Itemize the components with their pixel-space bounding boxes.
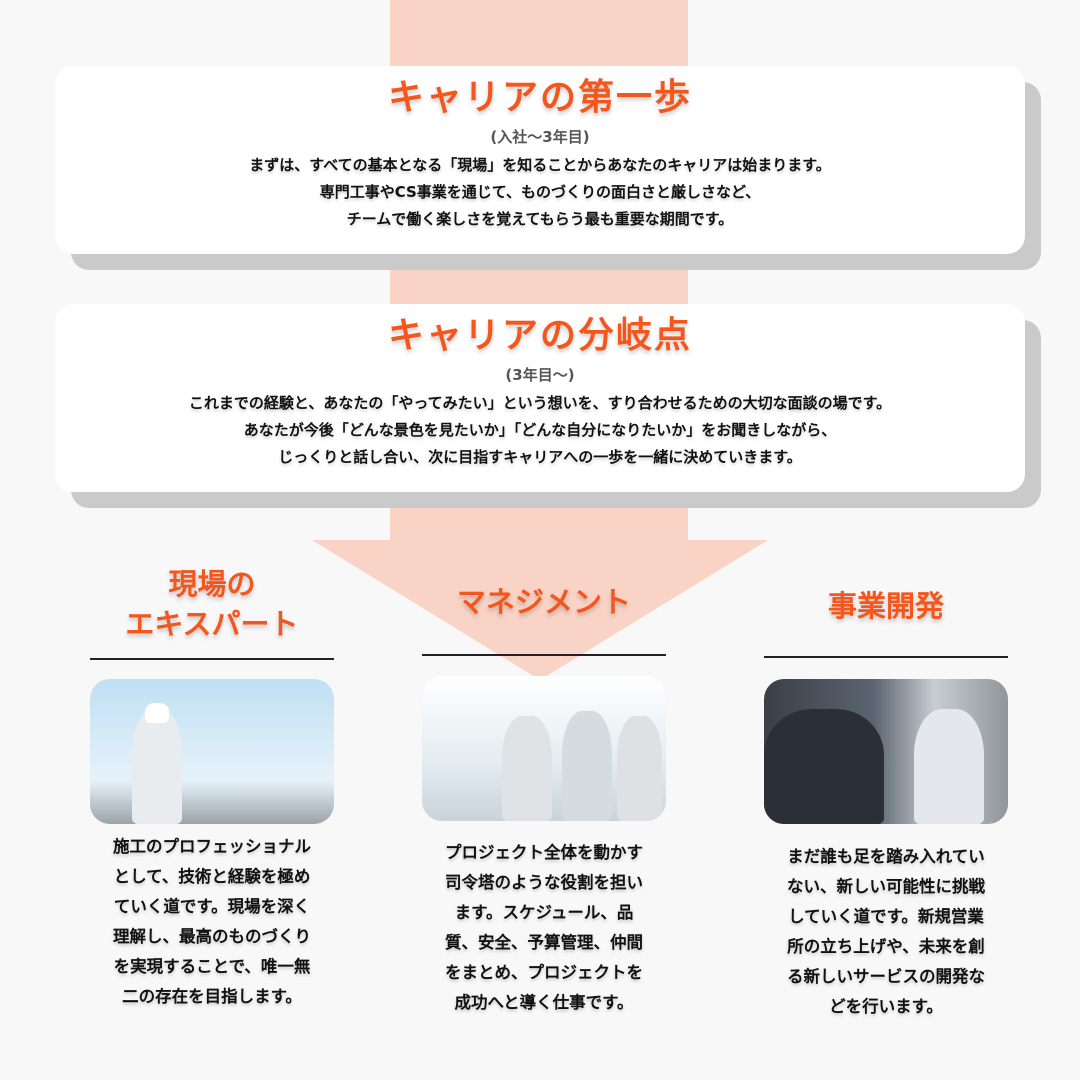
photo-team-with-blueprint	[422, 676, 666, 821]
path-title: 現場の エキスパート	[90, 564, 334, 644]
path-title: マネジメント	[422, 582, 666, 622]
path-text-line: どを行います。	[829, 997, 943, 1016]
stage-card-first-step: キャリアの第一歩 (入社〜3年目) まずは、すべての基本となる「現場」を知ること…	[55, 66, 1025, 254]
path-business-development: 事業開発 まだ誰も足を踏み入れてい ない、新しい可能性に挑戦 していく道です。新…	[764, 0, 1008, 1080]
path-text-line: プロジェクト全体を動かす	[445, 843, 643, 862]
path-title-line: マネジメント	[456, 585, 631, 619]
path-text-line: 質、安全、予算管理、仲間	[445, 933, 643, 952]
path-text-line: 所の立ち上げや、未来を創	[787, 937, 985, 956]
divider	[422, 654, 666, 656]
path-text-line: 施工のプロフェッショナル	[113, 837, 311, 856]
stage-text-line: あなたが今後「どんな景色を見たいか」「どんな自分になりたいか」をお聞きしながら、	[243, 421, 837, 439]
path-text-line: まだ誰も足を踏み入れてい	[787, 847, 985, 866]
stage-period: (入社〜3年目)	[490, 128, 590, 146]
path-text-line: として、技術と経験を極め	[113, 867, 311, 886]
path-text-line: ない、新しい可能性に挑戦	[787, 877, 985, 896]
path-text-line: る新しいサービスの開発な	[787, 967, 985, 986]
path-text-line: ていく道です。現場を深く	[113, 897, 311, 916]
path-text-line: 成功へと導く仕事です。	[454, 993, 634, 1012]
stage-text-line: 専門工事やCS事業を通じて、ものづくりの面白さと厳しさなど、	[319, 183, 761, 201]
path-title-line: 事業開発	[827, 589, 944, 623]
divider	[90, 658, 334, 660]
stage-text-line: じっくりと話し合い、次に目指すキャリアへの一歩を一緒に決めていきます。	[278, 448, 802, 466]
stage-text-line: これまでの経験と、あなたの「やってみたい」という想いを、すり合わせるための大切な…	[188, 394, 892, 412]
path-text-line: を実現することで、唯一無	[113, 957, 311, 976]
stage-title: キャリアの分岐点	[387, 315, 692, 356]
photo-business-meeting	[764, 679, 1008, 824]
stage-title: キャリアの第一歩	[387, 77, 692, 118]
path-site-expert: 現場の エキスパート 施工のプロフェッショナル として、技術と経験を極め ていく…	[90, 0, 334, 1080]
stage-text-line: チームで働く楽しさを覚えてもらう最も重要な期間です。	[346, 210, 734, 228]
path-text-line: 司令塔のような役割を担い	[445, 873, 643, 892]
divider	[764, 656, 1008, 658]
path-text-line: をまとめ、プロジェクトを	[445, 963, 643, 982]
path-text-line: していく道です。新規営業	[788, 907, 984, 926]
stage-card-branch-point: キャリアの分岐点 (3年目〜) これまでの経験と、あなたの「やってみたい」という…	[55, 304, 1025, 492]
path-text-line: 二の存在を目指します。	[122, 987, 302, 1006]
stage-period: (3年目〜)	[505, 366, 575, 384]
stage-text-line: まずは、すべての基本となる「現場」を知ることからあなたのキャリアは始まります。	[249, 156, 831, 174]
path-title: 事業開発	[764, 586, 1008, 626]
path-text-line: 理解し、最高のものづくり	[113, 927, 311, 946]
photo-worker-with-tablet	[90, 679, 334, 824]
arrow-head	[312, 540, 768, 680]
path-title-line: 現場の	[168, 567, 256, 601]
path-text-line: ます。スケジュール、品	[454, 903, 634, 922]
path-title-line: エキスパート	[125, 607, 299, 641]
path-management: マネジメント プロジェクト全体を動かす 司令塔のような役割を担い ます。スケジュ…	[422, 0, 666, 1080]
